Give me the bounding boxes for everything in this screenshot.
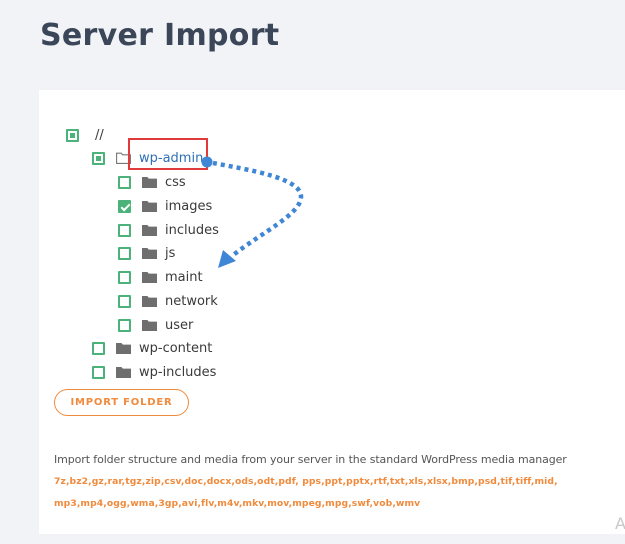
corner-glyph: A xyxy=(615,514,625,533)
tree-item-network[interactable]: network xyxy=(118,291,218,311)
folder-icon xyxy=(142,296,157,307)
import-folder-button[interactable]: IMPORT FOLDER xyxy=(54,389,189,416)
js-checkbox[interactable] xyxy=(118,246,131,260)
highlight-box xyxy=(128,138,208,170)
wp-includes-checkbox[interactable] xyxy=(92,365,105,379)
wp-content-checkbox[interactable] xyxy=(92,341,105,355)
network-checkbox[interactable] xyxy=(118,294,131,308)
tree-item-wp-includes[interactable]: wp-includes xyxy=(92,362,216,382)
tree-item-wp-content[interactable]: wp-content xyxy=(92,338,212,358)
user-checkbox[interactable] xyxy=(118,318,131,332)
tree-item-wp-admin[interactable]: wp-admin xyxy=(92,148,203,168)
folder-icon xyxy=(142,320,157,331)
description-text: Import folder structure and media from y… xyxy=(54,453,567,466)
wp-includes-label[interactable]: wp-includes xyxy=(139,364,217,380)
folder-icon xyxy=(142,248,157,259)
folder-icon xyxy=(142,201,157,212)
maint-checkbox[interactable] xyxy=(118,270,131,284)
file-types-line-1: 7z,bz2,gz,rar,tgz,zip,csv,doc,docx,ods,o… xyxy=(54,476,558,487)
page-title: Server Import xyxy=(40,18,280,53)
css-checkbox[interactable] xyxy=(118,175,131,189)
tree-item-user[interactable]: user xyxy=(118,315,193,335)
folder-icon xyxy=(142,272,157,283)
tree-root[interactable]: // xyxy=(66,125,104,145)
maint-label[interactable]: maint xyxy=(165,269,203,285)
tree-item-includes[interactable]: includes xyxy=(118,220,219,240)
images-checkbox[interactable] xyxy=(118,199,131,213)
tree-item-css[interactable]: css xyxy=(118,172,186,192)
network-label[interactable]: network xyxy=(165,293,218,309)
folder-icon xyxy=(116,343,131,354)
file-types-line-2: mp3,mp4,ogg,wma,3gp,avi,flv,m4v,mkv,mov,… xyxy=(54,498,421,509)
import-panel xyxy=(39,90,625,534)
css-label[interactable]: css xyxy=(165,174,186,190)
tree-item-images[interactable]: images xyxy=(118,196,212,216)
folder-icon xyxy=(116,367,131,378)
includes-checkbox[interactable] xyxy=(118,223,131,237)
images-label[interactable]: images xyxy=(165,198,213,214)
wp-admin-label[interactable]: wp-admin xyxy=(139,150,204,166)
tree-item-js[interactable]: js xyxy=(118,243,175,263)
wp-content-label[interactable]: wp-content xyxy=(139,340,213,356)
folder-icon xyxy=(142,177,157,188)
includes-label[interactable]: includes xyxy=(165,222,219,238)
user-label[interactable]: user xyxy=(165,317,194,333)
tree-item-maint[interactable]: maint xyxy=(118,267,203,287)
root-label[interactable]: // xyxy=(95,127,104,143)
js-label[interactable]: js xyxy=(165,245,176,261)
folder-icon xyxy=(142,225,157,236)
wp-admin-checkbox[interactable] xyxy=(92,151,105,165)
folder-outline-icon xyxy=(116,152,131,164)
root-checkbox[interactable] xyxy=(66,128,79,142)
